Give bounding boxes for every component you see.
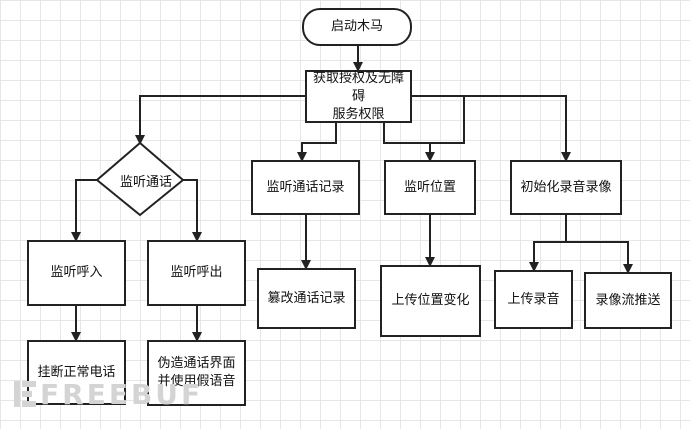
arrow-recording-audio xyxy=(529,215,567,272)
arrow-diamond-outgoing xyxy=(183,179,202,242)
freebuf-watermark: FREEBUF xyxy=(40,378,204,411)
hang-up-node: 挂断正常电话 xyxy=(27,340,126,405)
permission-label-line1: 获取授权及无障碍 xyxy=(312,70,404,104)
line-permission-location-2 xyxy=(412,95,465,144)
upload-location-node: 上传位置变化 xyxy=(380,265,481,337)
push-video-node: 录像流推送 xyxy=(584,272,672,329)
start-trojan-node: 启动木马 xyxy=(302,8,412,46)
upload-audio-node: 上传录音 xyxy=(494,270,573,329)
upload-location-label: 上传位置变化 xyxy=(391,293,470,308)
fake-ui-node: 伪造通话界面 并使用假语音 xyxy=(147,340,246,406)
init-recording-node: 初始化录音录像 xyxy=(510,160,622,215)
hang-up-label: 挂断正常电话 xyxy=(37,364,116,380)
listen-outgoing-node: 监听呼出 xyxy=(147,240,246,306)
listen-incoming-label: 监听呼入 xyxy=(50,265,103,280)
push-video-label: 录像流推送 xyxy=(595,292,661,308)
decision-diamond-listen-call xyxy=(95,141,185,217)
arrow-permission-listen-call xyxy=(135,95,305,145)
start-trojan-label: 启动木马 xyxy=(330,19,383,34)
listen-location-node: 监听位置 xyxy=(384,160,476,215)
arrow-permission-call-log xyxy=(297,123,337,162)
arrow-permission-location xyxy=(383,123,435,162)
tamper-call-log-node: 篡改通话记录 xyxy=(257,268,356,329)
permission-label-line2: 服务权限 xyxy=(332,106,385,122)
fake-ui-label-line2: 并使用假语音 xyxy=(157,374,236,389)
tamper-call-log-label: 篡改通话记录 xyxy=(267,290,346,306)
listen-outgoing-label: 监听呼出 xyxy=(170,265,223,280)
init-recording-label: 初始化录音录像 xyxy=(520,179,612,195)
listen-incoming-node: 监听呼入 xyxy=(27,240,126,306)
listen-call-log-node: 监听通话记录 xyxy=(251,160,360,215)
freebuf-logo-icon xyxy=(14,381,36,407)
arrow-permission-recording xyxy=(412,95,571,162)
arrow-diamond-incoming xyxy=(71,179,97,242)
arrow-recording-video xyxy=(566,241,633,274)
permission-node: 获取授权及无障碍 服务权限 xyxy=(305,70,412,123)
upload-audio-label: 上传录音 xyxy=(507,291,560,307)
listen-location-label: 监听位置 xyxy=(403,179,456,195)
listen-call-label: 监听通话 xyxy=(119,174,172,190)
listen-call-log-label: 监听通话记录 xyxy=(266,179,345,195)
fake-ui-label-line1: 伪造通话界面 xyxy=(157,356,236,371)
